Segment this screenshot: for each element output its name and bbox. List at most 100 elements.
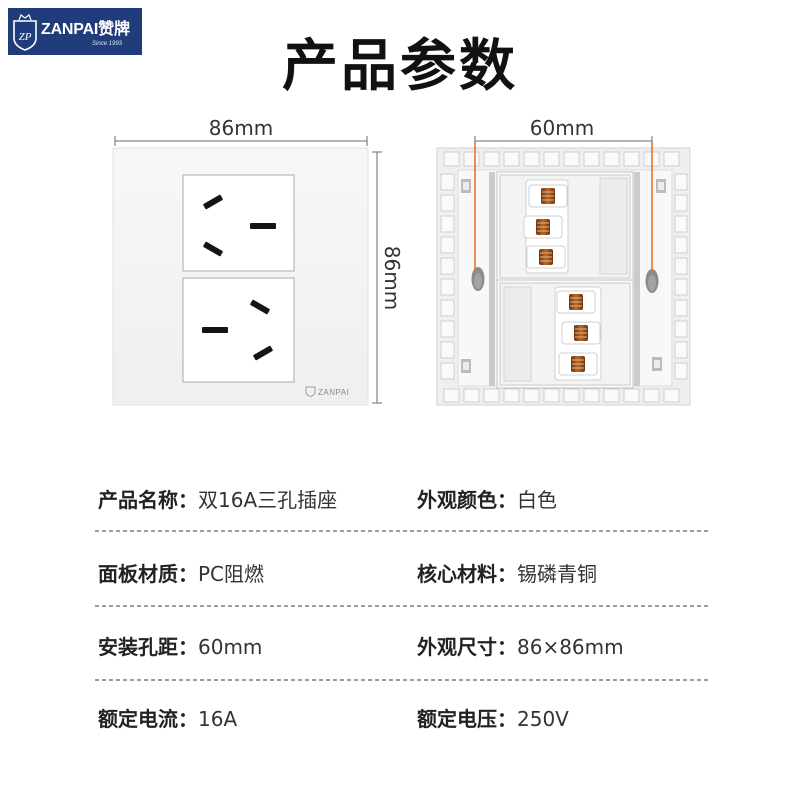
left-rail <box>489 172 495 386</box>
upper-side-ledge <box>599 177 628 275</box>
top-outlet-earth-slot <box>250 223 276 229</box>
spec-label: 产品名称： <box>98 488 198 512</box>
spec-label: 核心材料： <box>417 562 517 586</box>
spec-row: 额定电流：16A 额定电压：250V <box>0 706 800 732</box>
rib-cell <box>523 151 540 167</box>
rib-cell <box>563 388 580 403</box>
dashed-divider <box>95 679 710 681</box>
spec-value: PC阻燃 <box>198 562 265 586</box>
spec-label: 额定电压： <box>417 707 517 731</box>
rib-cell <box>674 215 688 233</box>
spec-value: 60mm <box>198 635 263 659</box>
spec-product-name: 产品名称：双16A三孔插座 <box>98 487 337 513</box>
spec-rated-current: 额定电流：16A <box>98 706 237 732</box>
rib-cell <box>463 151 480 167</box>
spec-value: 86×86mm <box>517 635 624 659</box>
top-outlet-upper-slot <box>203 194 223 210</box>
spec-rated-voltage: 额定电压：250V <box>417 706 569 732</box>
rib-cell <box>674 194 688 212</box>
page-title: 产品参数 <box>282 34 518 99</box>
mounting-clips <box>461 179 666 373</box>
rib-cell <box>674 299 688 317</box>
front-height-dimension: 86mm <box>372 151 404 404</box>
rib-cell <box>503 388 520 403</box>
rib-cell <box>440 194 455 212</box>
panel-logo-text: ZANPAI <box>318 388 349 397</box>
hole-distance-label: 60mm <box>530 116 594 140</box>
spec-row: 产品名称：双16A三孔插座 外观颜色：白色 <box>0 487 800 513</box>
brand-name: ZANPAI赞牌 <box>41 21 130 38</box>
rib-cell <box>440 257 455 275</box>
bottom-outlet-frame <box>182 277 295 383</box>
dashed-divider <box>95 530 710 532</box>
rib-cell <box>603 151 620 167</box>
rib-cell <box>523 388 540 403</box>
front-view: 86mm 86mm <box>112 116 404 406</box>
brand-since: Since 1993 <box>92 41 123 47</box>
product-figures: 86mm 86mm <box>112 116 691 406</box>
front-width-label: 86mm <box>209 116 273 140</box>
lower-side-ledge <box>503 286 532 382</box>
mounting-holes <box>471 267 659 293</box>
bottom-outlet-lower-slot <box>253 345 273 361</box>
rib-cell <box>674 341 688 359</box>
rib-cell <box>674 278 688 296</box>
hole-distance-dimension: 60mm <box>474 116 653 146</box>
rib-cell <box>674 362 688 380</box>
spec-value: 锡磷青铜 <box>517 562 597 586</box>
top-outlet <box>182 174 295 272</box>
rib-cell <box>674 173 688 191</box>
rib-cell <box>463 388 480 403</box>
switch-module <box>496 171 634 389</box>
bottom-outlet-earth-slot <box>202 327 228 333</box>
rib-cell <box>443 151 460 167</box>
rib-cell <box>483 151 500 167</box>
spec-value: 16A <box>198 707 238 731</box>
front-height-label: 86mm <box>380 246 404 310</box>
rib-cell <box>440 320 455 338</box>
rib-cell <box>663 151 680 167</box>
rib-cell <box>563 151 580 167</box>
copper-terminals <box>523 184 601 376</box>
spec-label: 面板材质： <box>98 562 198 586</box>
copper-terminal <box>526 245 566 269</box>
rib-cell <box>583 151 600 167</box>
rib-cell <box>623 151 640 167</box>
spec-core-material: 核心材料：锡磷青铜 <box>417 561 597 587</box>
brand-logo: ZP ZANPAI赞牌 Since 1993 <box>8 8 142 55</box>
spec-appearance-color: 外观颜色：白色 <box>417 487 557 513</box>
copper-terminal <box>558 352 598 376</box>
rib-cell <box>543 151 560 167</box>
copper-terminal <box>556 290 596 314</box>
brand-mark: ZP <box>19 31 32 43</box>
spec-value: 双16A三孔插座 <box>198 488 338 512</box>
spec-hole-distance: 安装孔距：60mm <box>98 634 262 660</box>
top-outlet-frame <box>182 174 295 272</box>
rib-cell <box>483 388 500 403</box>
rib-cell <box>440 278 455 296</box>
spec-label: 外观颜色： <box>417 488 517 512</box>
spec-panel-material: 面板材质：PC阻燃 <box>98 561 264 587</box>
spec-row: 面板材质：PC阻燃 核心材料：锡磷青铜 <box>0 561 800 587</box>
rib-cell <box>674 257 688 275</box>
rib-cell <box>440 299 455 317</box>
rib-cell <box>443 388 460 403</box>
copper-terminal <box>523 215 563 239</box>
rib-cell <box>603 388 620 403</box>
rib-cell <box>643 388 660 403</box>
rib-cell <box>543 388 560 403</box>
panel-logo-shield-icon <box>305 386 316 397</box>
rib-cell <box>440 236 455 254</box>
rib-cell <box>440 173 455 191</box>
spec-label: 安装孔距： <box>98 635 198 659</box>
rib-cell <box>674 320 688 338</box>
rib-cell <box>674 236 688 254</box>
spec-value: 250V <box>517 707 569 731</box>
bottom-outlet-upper-slot <box>250 299 270 315</box>
panel-logo: ZANPAI <box>305 386 349 397</box>
rib-cell <box>663 388 680 403</box>
right-rail <box>634 172 640 386</box>
spec-row: 安装孔距：60mm 外观尺寸：86×86mm <box>0 634 800 660</box>
rib-cell <box>503 151 520 167</box>
